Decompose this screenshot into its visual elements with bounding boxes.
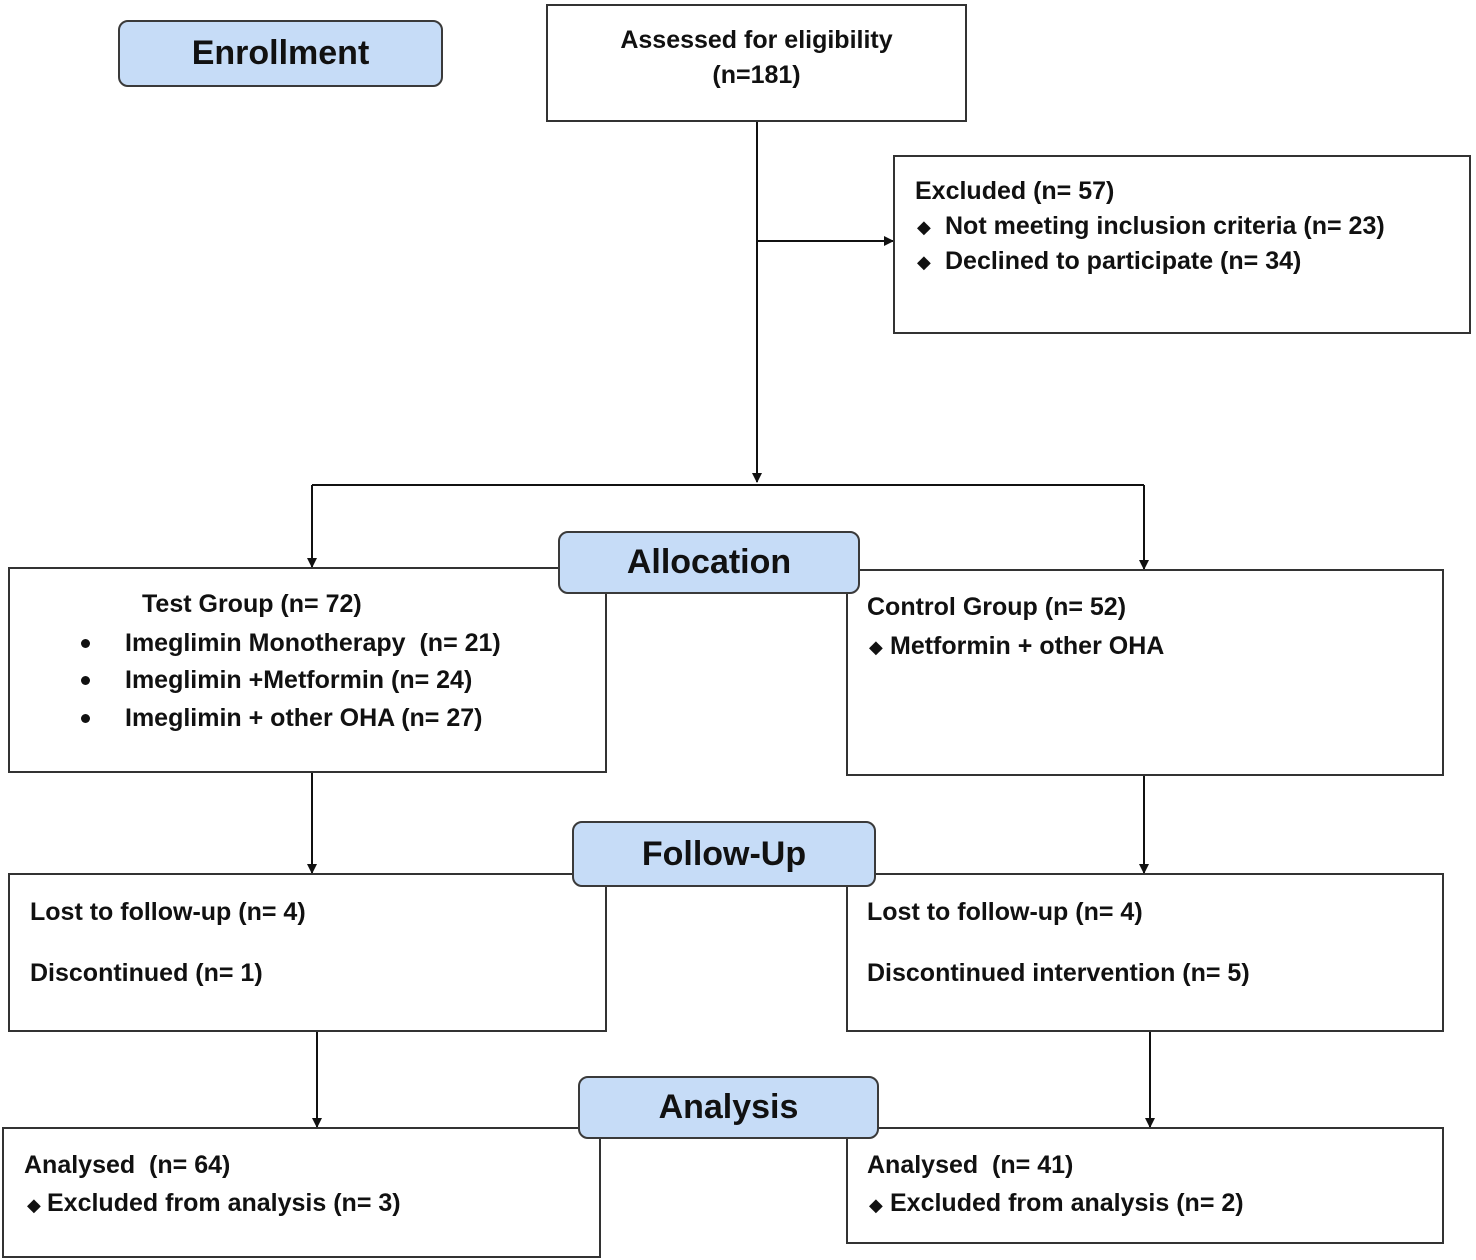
excluded-title: Excluded (n= 57) (915, 177, 1115, 205)
followup-control-discontinued: Discontinued intervention (n= 5) (867, 959, 1250, 987)
diamond-bullet-icon: ◆ (917, 252, 931, 272)
diamond-bullet-icon: ◆ (869, 637, 883, 657)
stage-allocation-label: Allocation (626, 543, 792, 581)
followup-test-discontinued: Discontinued (n= 1) (30, 959, 263, 987)
stage-analysis-label: Analysis (658, 1088, 799, 1126)
analysis-test-excluded: Excluded from analysis (n= 3) (47, 1189, 401, 1217)
analysis-test-analysed: Analysed (n= 64) (24, 1151, 231, 1179)
excluded-reason-criteria: Not meeting inclusion criteria (n= 23) (945, 212, 1385, 240)
followup-test-lost: Lost to follow-up (n= 4) (30, 898, 306, 926)
test-group-item: Imeglimin Monotherapy (n= 21) (125, 629, 501, 657)
analysis-control-excluded: Excluded from analysis (n= 2) (890, 1189, 1244, 1217)
assessed-count: (n=181) (712, 61, 801, 89)
analysis-control-box: Analysed (n= 41) ◆ Excluded from analysi… (846, 1127, 1444, 1244)
stage-follow-up-label: Follow-Up (641, 834, 807, 873)
analysis-control-analysed: Analysed (n= 41) (867, 1151, 1074, 1179)
assessed-label: Assessed for eligibility (620, 26, 893, 54)
followup-test-box: Lost to follow-up (n= 4) Discontinued (n… (8, 873, 607, 1032)
control-group-title: Control Group (n= 52) (867, 593, 1127, 621)
control-group-box: Control Group (n= 52) ◆ Metformin + othe… (846, 569, 1444, 776)
control-group-item: Metformin + other OHA (890, 632, 1165, 660)
test-group-item: Imeglimin +Metformin (n= 24) (125, 666, 473, 694)
stage-enrollment-label: Enrollment (191, 34, 370, 72)
excluded-reason-declined: Declined to participate (n= 34) (945, 247, 1302, 275)
test-group-item: Imeglimin + other OHA (n= 27) (125, 704, 483, 732)
stage-allocation: Allocation (558, 531, 860, 594)
stage-enrollment: Enrollment (118, 20, 443, 87)
bullet-dot-icon (81, 639, 90, 648)
followup-control-box: Lost to follow-up (n= 4) Discontinued in… (846, 873, 1444, 1032)
test-group-box: Test Group (n= 72) Imeglimin Monotherapy… (8, 567, 607, 773)
bullet-dot-icon (81, 714, 90, 723)
analysis-test-box: Analysed (n= 64) ◆ Excluded from analysi… (2, 1127, 601, 1258)
diamond-bullet-icon: ◆ (917, 217, 931, 237)
excluded-box: Excluded (n= 57) ◆ Not meeting inclusion… (893, 155, 1471, 334)
bullet-dot-icon (81, 676, 90, 685)
diamond-bullet-icon: ◆ (27, 1195, 41, 1215)
stage-follow-up: Follow-Up (572, 821, 876, 887)
stage-analysis: Analysis (578, 1076, 879, 1139)
assessed-box: Assessed for eligibility (n=181) (546, 4, 967, 122)
followup-control-lost: Lost to follow-up (n= 4) (867, 898, 1143, 926)
test-group-title: Test Group (n= 72) (142, 590, 362, 618)
diamond-bullet-icon: ◆ (869, 1195, 883, 1215)
